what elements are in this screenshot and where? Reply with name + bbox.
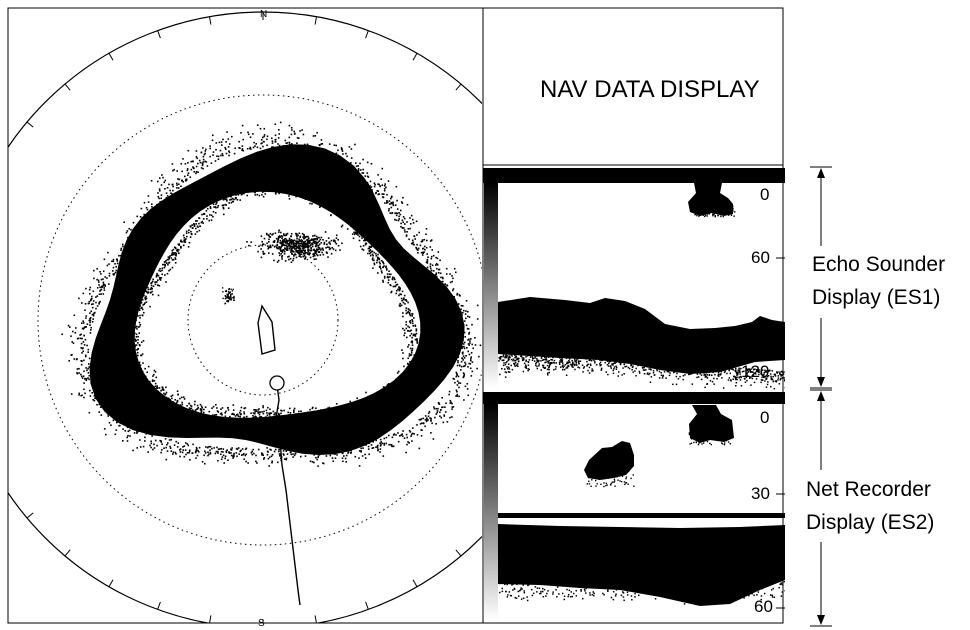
- north-label: N: [260, 9, 267, 20]
- es2-extent-arrow: [810, 389, 832, 627]
- es1-surface-echo: [688, 183, 733, 216]
- bearing-tick: [209, 615, 212, 623]
- net-position-marker: [269, 375, 285, 391]
- bearing-tick: [558, 372, 566, 373]
- bearing-tick: [412, 579, 418, 587]
- bearing-tick: [314, 615, 317, 623]
- outer-frame: [7, 7, 784, 624]
- es2-scale-bottom: 60: [754, 597, 773, 616]
- es2-scale-mid: 30: [751, 484, 770, 503]
- bearing-tick: [314, 16, 317, 25]
- bearing-tick: [545, 215, 553, 218]
- es1-caption-line2: Display (ES1): [812, 286, 941, 309]
- es1-scale-bottom: 120: [741, 362, 770, 381]
- bearing-tick: [0, 166, 3, 170]
- bearing-tick: [108, 53, 114, 61]
- bearing-tick: [558, 267, 566, 268]
- es1-surface-echo-speckle: [694, 204, 736, 218]
- es2-fish-echo: [584, 441, 634, 480]
- es2-header-bar: [483, 392, 785, 404]
- own-ship-symbol: [257, 304, 276, 355]
- range-ring-inner: [187, 244, 339, 396]
- bearing-tick: [545, 423, 553, 426]
- bearing-tick: [64, 83, 71, 91]
- bearing-tick: [493, 122, 499, 127]
- es1-caption: Echo Sounder Display (ES1): [812, 248, 945, 314]
- es2-seabed-scatter: [499, 540, 785, 605]
- es2-caption-line2: Display (ES2): [806, 511, 935, 534]
- bearing-tick: [26, 121, 34, 128]
- es1-gain-bar: [484, 183, 498, 388]
- es2-scale-top: 0: [760, 408, 770, 427]
- bearing-ticks: [0, 12, 566, 623]
- es2-echo-speckle: [586, 432, 733, 488]
- es1-scale-mid: 60: [751, 248, 770, 267]
- es2-gain-bar: [484, 404, 498, 620]
- bearing-tick: [64, 549, 71, 557]
- es1-header-bar: [483, 168, 785, 183]
- bearing-tick: [209, 16, 212, 25]
- es2-caption: Net Recorder Display (ES2): [806, 473, 934, 539]
- bearing-tick: [523, 470, 530, 474]
- south-label: S: [258, 618, 265, 629]
- bearing-tick: [365, 601, 369, 610]
- bearing-tick: [108, 579, 114, 587]
- es2-net-line: [498, 513, 785, 518]
- bearing-tick: [157, 30, 161, 39]
- es2-caption-line1: Net Recorder: [806, 478, 931, 501]
- nav-data-title: NAV DATA DISPLAY: [540, 76, 760, 103]
- bearing-tick: [26, 512, 34, 519]
- es1-scale-top: 0: [760, 185, 770, 204]
- es2-display: [483, 392, 785, 620]
- bearing-tick: [412, 53, 418, 61]
- es1-display: [483, 168, 785, 390]
- es1-seabed-echo: [498, 297, 785, 374]
- es1-extent-arrow: [810, 166, 832, 389]
- bearing-tick: [0, 470, 3, 474]
- bearing-tick: [455, 83, 462, 91]
- bearing-tick: [157, 601, 161, 610]
- ship-track: [275, 384, 301, 606]
- fish-school-echo: [61, 121, 482, 467]
- bearing-tick: [455, 549, 462, 557]
- sonar-display: [0, 11, 566, 623]
- es1-caption-line1: Echo Sounder: [812, 253, 946, 276]
- es1-seabed-scatter: [498, 354, 785, 390]
- bearing-tick: [365, 30, 369, 39]
